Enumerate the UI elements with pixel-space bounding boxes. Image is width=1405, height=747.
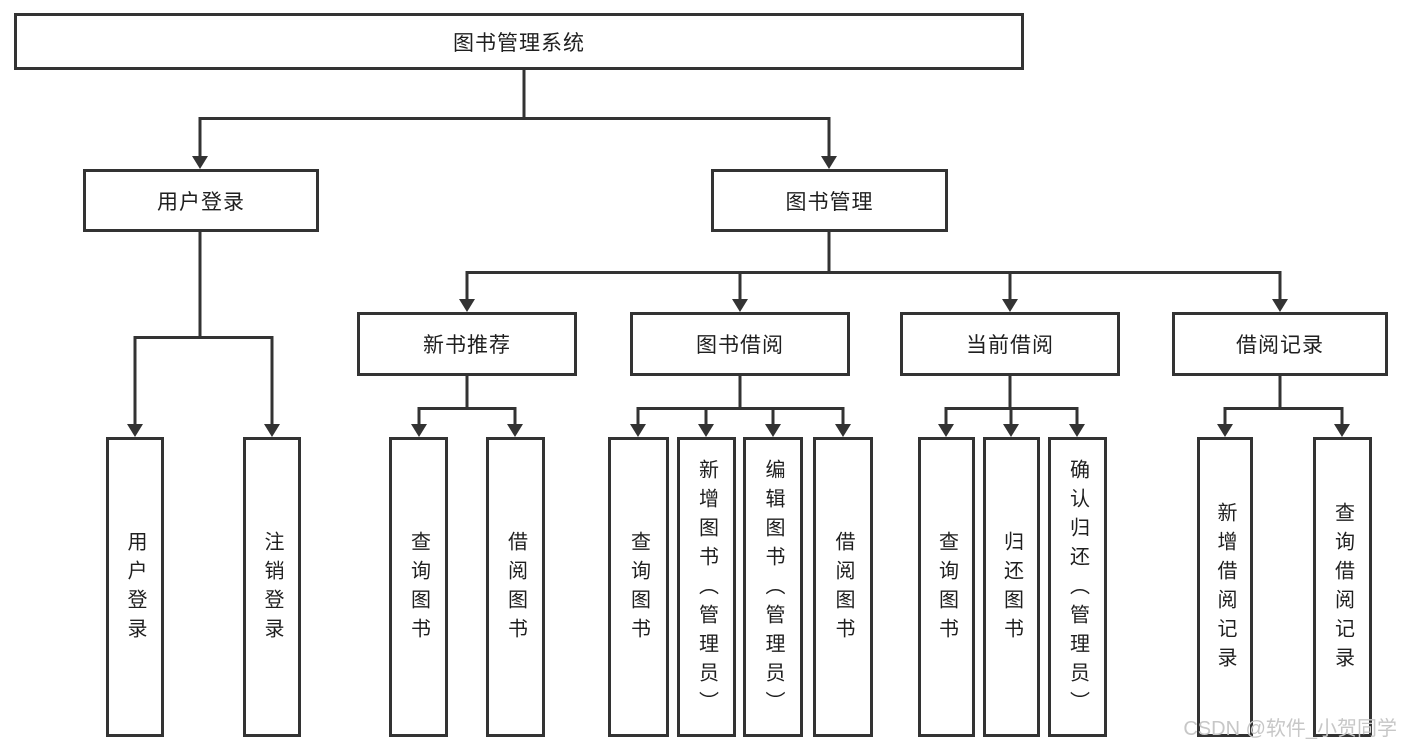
- connector: [133, 336, 274, 424]
- node-root-system: 图书管理系统: [14, 13, 1024, 70]
- connector: [636, 407, 845, 424]
- arrowhead-icon: [1272, 299, 1288, 312]
- connector: [198, 117, 831, 156]
- node-borrow-records: 借阅记录: [1172, 312, 1388, 376]
- arrowhead-icon: [698, 424, 714, 437]
- connector: [1223, 407, 1344, 424]
- connector: [465, 271, 1282, 299]
- arrowhead-icon: [1003, 424, 1019, 437]
- arrowhead-icon: [1069, 424, 1085, 437]
- leaf-edit-books-admin: 编辑图书（管理员）: [743, 437, 803, 737]
- arrowhead-icon: [630, 424, 646, 437]
- arrowhead-icon: [411, 424, 427, 437]
- connector: [417, 407, 517, 424]
- arrowhead-icon: [459, 299, 475, 312]
- leaf-recommend-borrow-books: 借阅图书: [486, 437, 545, 737]
- leaf-user-login: 用户登录: [106, 437, 164, 737]
- leaf-logout: 注销登录: [243, 437, 301, 737]
- leaf-query-borrow-record: 查询借阅记录: [1313, 437, 1372, 737]
- arrowhead-icon: [127, 424, 143, 437]
- leaf-confirm-return-admin: 确认归还（管理员）: [1048, 437, 1107, 737]
- arrowhead-icon: [1334, 424, 1350, 437]
- node-new-book-recommend: 新书推荐: [357, 312, 577, 376]
- node-book-management: 图书管理: [711, 169, 948, 232]
- node-book-borrow: 图书借阅: [630, 312, 850, 376]
- arrowhead-icon: [821, 156, 837, 169]
- leaf-recommend-query-books: 查询图书: [389, 437, 448, 737]
- leaf-borrow-books: 借阅图书: [813, 437, 873, 737]
- arrowhead-icon: [192, 156, 208, 169]
- leaf-borrow-query-books: 查询图书: [608, 437, 669, 737]
- watermark: CSDN @软件_小贺同学: [1183, 718, 1397, 740]
- arrowhead-icon: [507, 424, 523, 437]
- arrowhead-icon: [765, 424, 781, 437]
- arrowhead-icon: [264, 424, 280, 437]
- arrowhead-icon: [732, 299, 748, 312]
- leaf-current-query-books: 查询图书: [918, 437, 975, 737]
- node-current-borrow: 当前借阅: [900, 312, 1120, 376]
- node-user-login: 用户登录: [83, 169, 319, 232]
- arrowhead-icon: [1217, 424, 1233, 437]
- leaf-add-borrow-record: 新增借阅记录: [1197, 437, 1253, 737]
- arrowhead-icon: [938, 424, 954, 437]
- leaf-add-books-admin: 新增图书（管理员）: [677, 437, 736, 737]
- leaf-return-books: 归还图书: [983, 437, 1040, 737]
- arrowhead-icon: [1002, 299, 1018, 312]
- arrowhead-icon: [835, 424, 851, 437]
